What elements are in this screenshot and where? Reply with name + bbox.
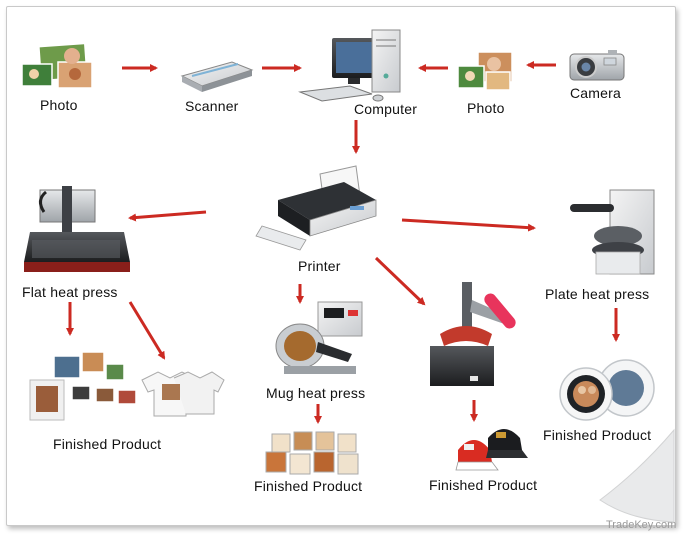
- plates-icon: [559, 359, 655, 421]
- finished-product-flat-label: Finished Product: [53, 436, 162, 452]
- flat-heat-press-icon: [24, 186, 130, 272]
- flat-heat-press-label: Flat heat press: [22, 284, 118, 300]
- finished-product-mug-label: Finished Product: [254, 478, 363, 494]
- mug-heat-press-label: Mug heat press: [266, 385, 366, 401]
- printer-label: Printer: [298, 258, 341, 274]
- arrow-printer-to-flat-press: [128, 210, 207, 222]
- page-curl: [599, 428, 675, 523]
- cap-heat-press-icon: [430, 282, 516, 386]
- camera-icon: [569, 50, 625, 81]
- mug-heat-press-icon: [275, 301, 363, 374]
- arrow-flat-to-finished-right: [128, 301, 166, 360]
- arrow-printer-to-plate-press: [401, 218, 536, 232]
- plate-heat-press-label: Plate heat press: [545, 286, 650, 302]
- mugs-icon: [265, 431, 359, 475]
- computer-icon: [298, 29, 401, 102]
- finished-product-cap-label: Finished Product: [429, 477, 538, 493]
- printer-icon: [255, 165, 377, 251]
- photo-right-label: Photo: [467, 100, 505, 116]
- computer-label: Computer: [354, 101, 418, 117]
- photo-stack-icon: [21, 42, 93, 89]
- finished-product-plate-label: Finished Product: [543, 427, 652, 443]
- photo-stack-icon: [457, 51, 513, 91]
- tshirts-icon: [29, 351, 225, 421]
- watermark: TradeKey.com: [606, 519, 677, 531]
- camera-label: Camera: [570, 85, 621, 101]
- scanner-icon: [180, 61, 254, 92]
- photo-left-label: Photo: [40, 97, 78, 113]
- flow-arrows: [66, 61, 620, 424]
- caps-icon: [455, 429, 528, 471]
- scanner-label: Scanner: [185, 98, 239, 114]
- plate-heat-press-icon: [570, 189, 655, 275]
- arrow-printer-to-cap-press: [374, 256, 426, 306]
